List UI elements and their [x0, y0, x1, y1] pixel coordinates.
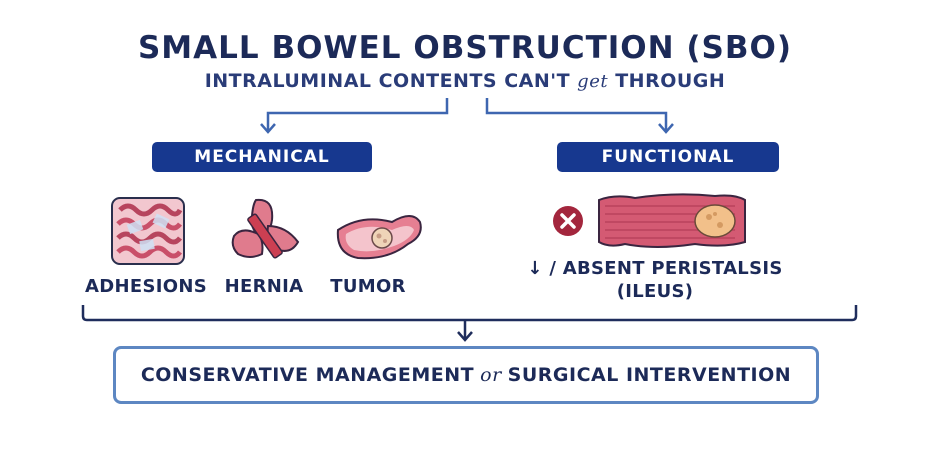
right-branch-arrowhead: [658, 123, 674, 134]
ileus-label: (ILEUS): [616, 281, 694, 302]
bottom-arrowhead: [457, 331, 473, 342]
tumor-icon: [336, 215, 422, 260]
peristalsis-label: ↓ / ABSENT PERISTALSIS: [527, 258, 783, 279]
subtitle-part2: THROUGH: [615, 70, 726, 92]
left-branch-arrowhead: [260, 123, 276, 134]
bottom-bracket: [81, 305, 858, 322]
bowel-segment-icon: [598, 193, 746, 248]
adhesions-label: ADHESIONS: [85, 276, 207, 297]
subtitle-script: get: [577, 71, 609, 92]
outcome-part2: SURGICAL INTERVENTION: [507, 364, 792, 386]
outcome-part1: CONSERVATIVE MANAGEMENT: [140, 364, 475, 386]
subtitle-part1: INTRALUMINAL CONTENTS CAN'T: [204, 70, 571, 92]
x-circle-icon: [553, 206, 583, 236]
left-branch-line: [266, 98, 449, 130]
outcome-box: CONSERVATIVE MANAGEMENT or SURGICAL INTE…: [113, 346, 819, 404]
hernia-icon: [231, 198, 300, 259]
outcome-script: or: [480, 364, 502, 386]
right-branch-line: [485, 98, 668, 130]
tumor-label: TUMOR: [330, 276, 406, 297]
adhesions-icon: [111, 197, 185, 265]
hernia-label: HERNIA: [224, 276, 304, 297]
page-title: SMALL BOWEL OBSTRUCTION (SBO): [137, 30, 793, 66]
functional-header: FUNCTIONAL: [557, 142, 779, 172]
mechanical-header: MECHANICAL: [152, 142, 372, 172]
subtitle: INTRALUMINAL CONTENTS CAN'T get THROUGH: [0, 70, 930, 92]
